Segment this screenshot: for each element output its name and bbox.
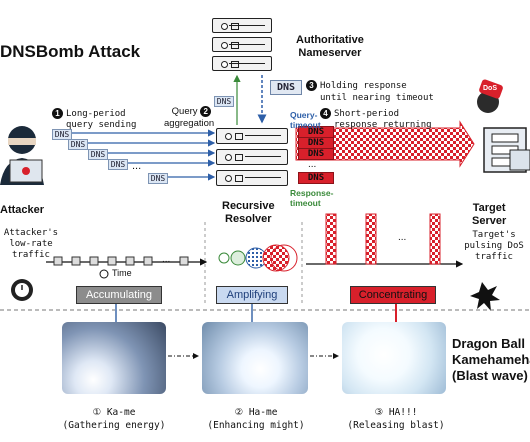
amplify-circles: [218, 244, 298, 272]
response-timeout-label: Response-timeout: [290, 188, 334, 208]
caption-ha: ③ HA!!! (Releasing blast): [347, 407, 445, 431]
clock-icon: [99, 269, 109, 279]
target-server-icon: [483, 127, 530, 173]
anime-frame-ha: [342, 322, 446, 394]
resolver-server-2: [216, 149, 288, 165]
dns-aggregated-tag: DNS: [214, 96, 234, 107]
auth-server-2: [212, 37, 272, 52]
attacker-icon: [0, 126, 44, 185]
response-ellipsis: ...: [308, 159, 317, 170]
time-label: Time: [112, 268, 132, 278]
caption-kame: ① Ka-me (Gathering energy): [62, 407, 166, 431]
resolver-server-3: [216, 170, 288, 186]
query-timeout-label: Query-timeout: [290, 110, 321, 130]
dns-query-tag: DNS: [68, 139, 88, 150]
step2-label: Query 2 aggregation: [164, 106, 215, 130]
anime-frame-kame: [62, 322, 166, 394]
stage-accumulating: Accumulating: [76, 286, 162, 304]
response-arrows: [295, 120, 475, 168]
caption-hame: ② Ha-me (Enhancing might): [207, 407, 305, 431]
pulse-ellipsis: ...: [398, 232, 407, 243]
dos-bomb-icon: [477, 79, 503, 113]
query-ellipsis: ...: [132, 160, 142, 172]
stage-link-arrows: [115, 302, 397, 322]
dns-query-tag: DNS: [88, 149, 108, 160]
dns-response-block: DNS: [298, 172, 334, 184]
dos-label: DoS: [483, 85, 497, 92]
timeline-ellipsis: ...: [162, 254, 171, 265]
auth-server-3: [212, 56, 272, 71]
dns-response-block: DNS: [298, 148, 334, 160]
stage-concentrating: Concentrating: [350, 286, 436, 304]
diagram-title: DNSBomb Attack: [0, 42, 141, 61]
dns-query-tag: DNS: [108, 159, 128, 170]
anime-frame-hame: [202, 322, 308, 394]
auth-server-1: [212, 18, 272, 33]
dns-forward-box: DNS: [270, 80, 302, 95]
attacker-label: Attacker: [0, 204, 45, 216]
explosion-icon: [470, 282, 500, 311]
pulse-bars: [306, 213, 464, 268]
resolver-server-1: [216, 128, 288, 144]
attacker-traffic-timeline: [46, 256, 208, 266]
dns-query-tag: DNS: [52, 129, 72, 140]
stopwatch-icon: [11, 279, 33, 301]
dns-query-tag: DNS: [148, 173, 168, 184]
stage-amplifying: Amplifying: [216, 286, 288, 304]
